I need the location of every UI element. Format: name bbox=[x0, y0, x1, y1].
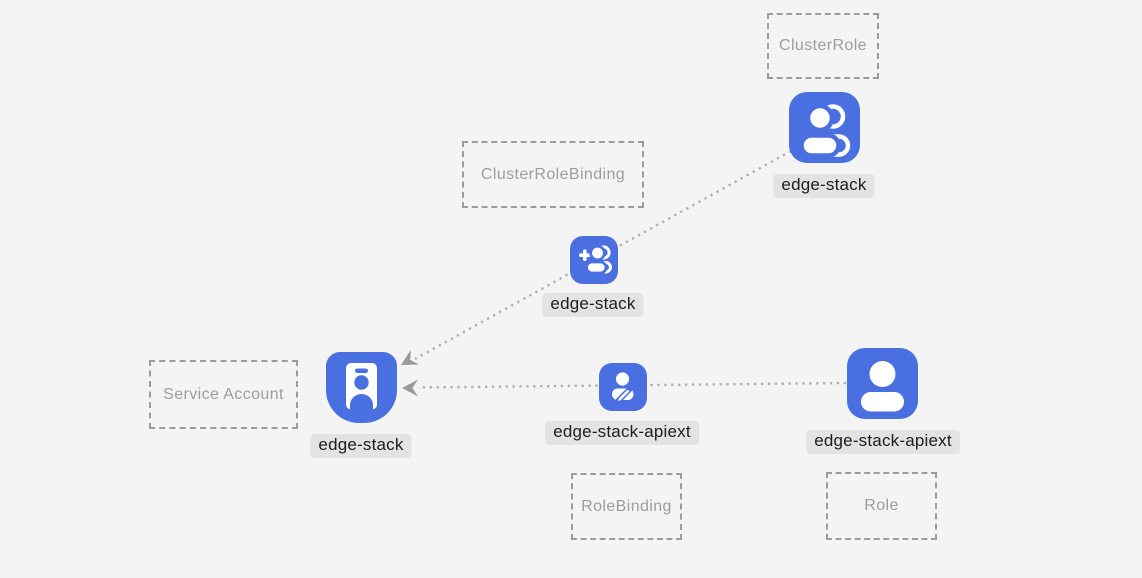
type-box-label: Service Account bbox=[163, 385, 284, 403]
user-edit-icon bbox=[599, 363, 647, 411]
node-edge-stack-clusterrolebinding bbox=[570, 236, 618, 284]
type-box-role: Role bbox=[826, 472, 937, 540]
type-box-serviceaccount: Service Account bbox=[149, 360, 298, 429]
id-badge-icon bbox=[326, 352, 397, 423]
type-box-label: ClusterRoleBinding bbox=[480, 165, 626, 183]
type-box-clusterrole: ClusterRole bbox=[767, 13, 879, 79]
type-box-clusterrolebinding: ClusterRoleBinding bbox=[462, 141, 644, 208]
node-edge-stack-apiext-rolebinding bbox=[599, 363, 647, 411]
type-box-label: ClusterRole bbox=[779, 37, 867, 54]
node-edge-stack-clusterrole bbox=[789, 92, 860, 163]
arrowhead-horizontal bbox=[402, 379, 418, 397]
node-label-edge-stack-clusterrolebinding: edge-stack bbox=[542, 293, 644, 317]
type-box-rolebinding: RoleBinding bbox=[571, 473, 682, 540]
arrowhead-diagonal bbox=[401, 349, 420, 365]
users-icon bbox=[789, 92, 860, 163]
node-edge-stack-apiext-role bbox=[847, 348, 918, 419]
node-label-edge-stack-serviceaccount: edge-stack bbox=[310, 434, 412, 458]
node-label-edge-stack-clusterrole: edge-stack bbox=[773, 174, 875, 198]
node-label-edge-stack-apiext-rolebinding: edge-stack-apiext bbox=[545, 421, 699, 445]
type-box-label: Role bbox=[864, 497, 899, 514]
type-box-label: RoleBinding bbox=[581, 497, 672, 515]
user-plus-icon bbox=[570, 236, 618, 284]
user-icon bbox=[847, 348, 918, 419]
node-edge-stack-serviceaccount bbox=[326, 352, 397, 423]
node-label-edge-stack-apiext-role: edge-stack-apiext bbox=[806, 430, 960, 454]
